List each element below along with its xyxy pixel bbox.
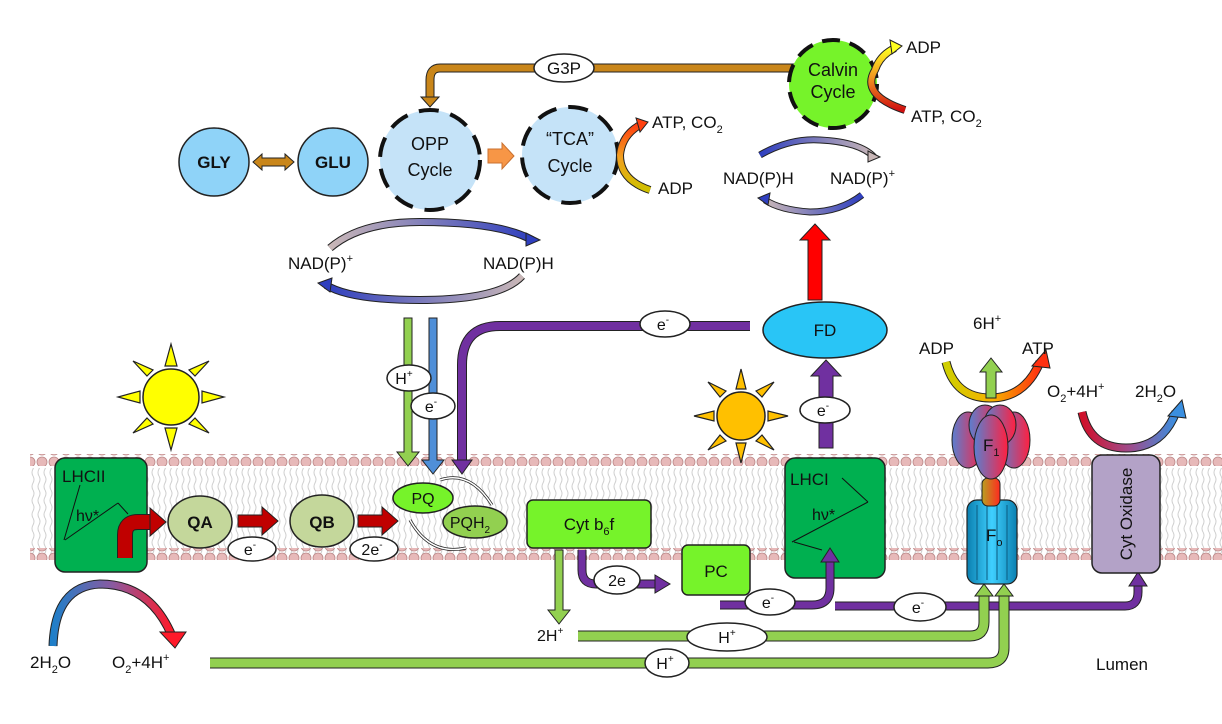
atp-synthase: Fo F1 [951, 404, 1031, 585]
glu-node: GLU [297, 127, 369, 197]
calvin-input-label: ATP, CO2 [911, 107, 982, 130]
calvin-cycle: Calvin Cycle [787, 38, 879, 130]
atp-synthase-output-label: ATP [1022, 339, 1054, 358]
calvin-atp-arrow [867, 39, 907, 114]
lhcii-label: LHCII [62, 467, 105, 486]
water-output-label: O2+4H+ [112, 652, 169, 676]
h-plus-badge-pq: H+ [386, 364, 432, 392]
qb-to-pq-arrow: 2e- [349, 505, 399, 562]
opp-to-tca-arrow [487, 141, 515, 171]
qa-to-qb-arrow: e- [227, 505, 279, 562]
qa-label: QA [187, 513, 213, 532]
atp-synthesis-arrow [941, 348, 1051, 403]
tca-label-2: Cycle [547, 156, 592, 176]
nadp-plus-right-label: NAD(P)+ [830, 168, 895, 188]
atp-synthase-input-label: ADP [919, 339, 954, 358]
fo-label: Fo [986, 526, 1003, 549]
lhci-complex: LHCI hν* [784, 457, 886, 579]
atp-synthase-protons-label: 6H+ [973, 313, 1001, 333]
h-plus-upper-label: H+ [718, 628, 736, 647]
pqh2-node: PQH2 [442, 505, 508, 539]
e-label: e- [425, 397, 437, 416]
pq-label: PQ [411, 491, 434, 508]
e-qa-label: e- [244, 540, 256, 559]
h-plus-label: H+ [395, 369, 413, 388]
water-input-label: 2H2O [30, 653, 71, 676]
gly-label: GLY [197, 153, 231, 172]
pc-label: PC [704, 562, 728, 581]
cyt-b6f-complex: Cyt b6f [526, 499, 652, 549]
tca-atp-arrow [615, 117, 652, 194]
water-splitting-arrow [48, 579, 187, 649]
nadph-right-label: NAD(P)H [723, 169, 794, 188]
lhci-label: LHCI [790, 470, 829, 489]
f1-label: F1 [983, 436, 1000, 459]
tca-input-label: ADP [658, 179, 693, 198]
tca-cycle: “TCA” Cycle [520, 105, 620, 205]
cytb6f-label: Cyt b6f [564, 515, 615, 538]
e-cyclic-label: e- [657, 315, 669, 334]
pq-node: PQ [392, 482, 454, 514]
qa-node: QA [167, 495, 233, 549]
gly-node: GLY [178, 127, 250, 197]
lhci-to-fd-arrow: e- [799, 359, 851, 449]
plastocyanin: PC [681, 544, 751, 596]
lumen-2h-label: 2H+ [537, 626, 563, 645]
calvin-output-label: ADP [906, 38, 941, 57]
pq-cycle-arrows [408, 476, 494, 551]
oxidase-reaction-arrow [1077, 398, 1187, 453]
nadph-left-label: NAD(P)H [483, 254, 554, 273]
oxidase-input-label: O2+4H+ [1047, 381, 1104, 405]
h-plus-lower-label: H+ [656, 654, 674, 673]
ferredoxin: FD [762, 301, 888, 359]
calvin-label-2: Cycle [810, 82, 855, 102]
e-badge-cyclic: e- [639, 310, 691, 338]
fd-label: FD [814, 321, 837, 340]
two-e-qb-label: 2e- [361, 540, 382, 559]
proton-line-upper: H+ [578, 583, 994, 652]
nadp-cycle-left [316, 217, 542, 305]
gly-glu-double-arrow [252, 152, 295, 172]
sun-icon-2 [693, 368, 789, 464]
fo-subunit: Fo [966, 499, 1018, 585]
lhcii-to-qa-arrow [117, 506, 167, 558]
cyt-oxidase: Cyt Oxidase [1091, 454, 1161, 574]
opp-label-1: OPP [411, 134, 449, 154]
e-fd-label: e- [817, 401, 829, 420]
cytb6f-proton-down-arrow [546, 549, 572, 625]
nadp-plus-left-label: NAD(P)+ [288, 253, 353, 273]
proton-line-lower: H+ [210, 583, 1014, 678]
oxidase-output-label: 2H2O [1135, 382, 1176, 405]
tca-products-label: ATP, CO2 [652, 113, 723, 136]
respiratory-electron-arrow: e- [835, 571, 1148, 622]
sun-icon [115, 341, 227, 453]
calvin-label-1: Calvin [808, 60, 858, 80]
h-plus-down-arrow [395, 317, 421, 467]
qb-label: QB [309, 513, 335, 532]
opp-label-2: Cycle [407, 160, 452, 180]
pqh2-label: PQH2 [450, 515, 491, 536]
lhcii-hv-label: hν* [76, 508, 99, 525]
g3p-label: G3P [547, 59, 581, 78]
fd-to-nadp-arrow [798, 223, 832, 301]
qb-node: QB [289, 494, 355, 548]
lumen-label: Lumen [1096, 655, 1148, 674]
glu-label: GLU [315, 153, 351, 172]
opp-cycle: OPP Cycle [378, 108, 482, 212]
nadp-cycle-right [756, 136, 882, 216]
cyclic-electron-arrow [451, 321, 750, 475]
g3p-arrow [419, 63, 810, 108]
two-e-cyt-label: 2e [608, 573, 626, 590]
cytb6f-to-pc-arrow: 2e [577, 550, 671, 595]
g3p-badge: G3P [533, 53, 595, 83]
e-badge-pq: e- [410, 392, 456, 420]
lhci-hv-label: hν* [812, 507, 835, 524]
cyt-oxidase-label: Cyt Oxidase [1117, 468, 1136, 561]
e-pc-label: e- [762, 593, 774, 612]
tca-label-1: “TCA” [546, 129, 594, 149]
pc-to-lhci-arrow: e- [720, 547, 840, 616]
f1-subunit: F1 [951, 404, 1031, 480]
e-oxidase-label: e- [912, 598, 924, 617]
